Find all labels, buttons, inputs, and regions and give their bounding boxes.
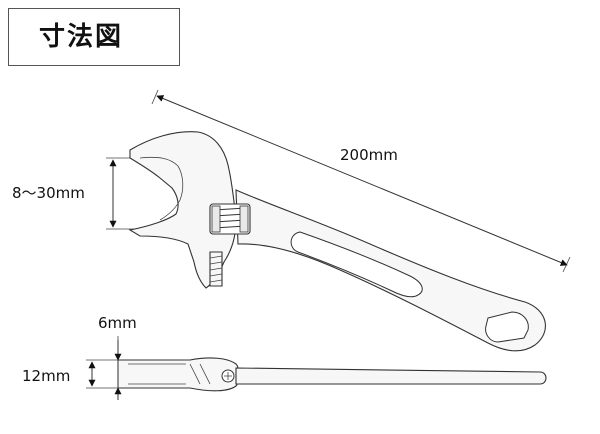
jaw-opening-label: 8～30mm: [12, 184, 85, 202]
length-dimension: [151, 89, 571, 273]
head-thickness-label: 12mm: [22, 367, 71, 385]
head-thickness-dimension: [86, 359, 118, 389]
wrench-side-view: [117, 357, 547, 392]
length-dimension-line: [156, 95, 568, 266]
jaw-inner-edge: [139, 156, 184, 221]
worm-screw: [209, 203, 251, 235]
diagram-title: 寸法図: [39, 22, 124, 52]
side-view-jaw-detail: [128, 363, 211, 385]
jaw-thickness-label: 6mm: [98, 314, 137, 332]
side-view-handle: [235, 367, 547, 385]
hang-hole: [485, 311, 529, 343]
length-extension-left: [151, 89, 159, 105]
rack-teeth: [209, 255, 223, 283]
wrench-head: [128, 131, 237, 289]
side-view-body: [117, 357, 240, 392]
handle-slot: [290, 231, 423, 298]
title-box: 寸法図: [8, 8, 180, 66]
wrench-top-view: [128, 131, 546, 352]
length-label: 200mm: [340, 146, 398, 164]
side-view-pin-cross: [224, 372, 232, 380]
